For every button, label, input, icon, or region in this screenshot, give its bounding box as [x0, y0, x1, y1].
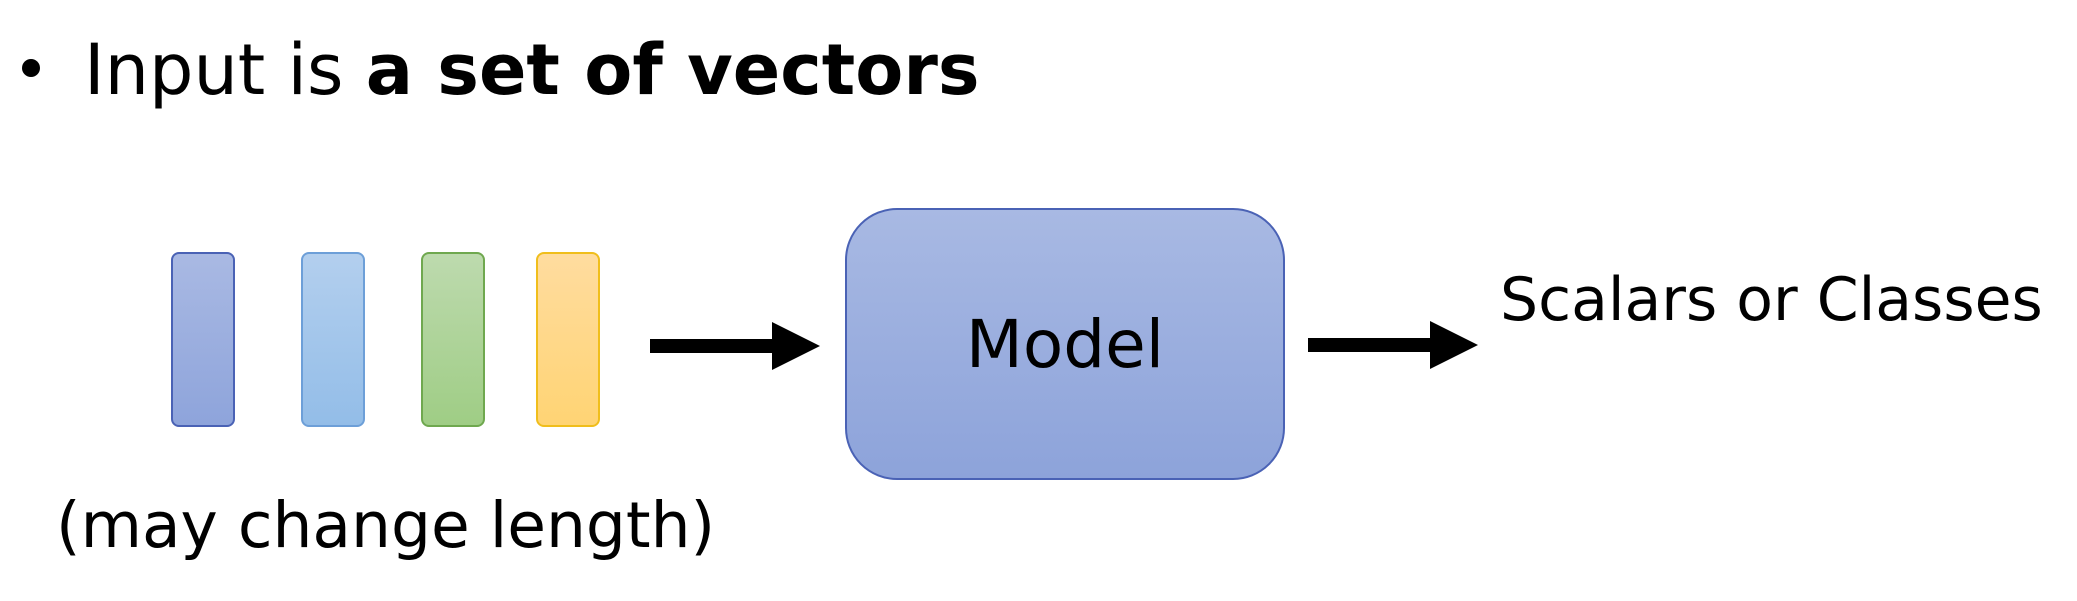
vector-3: [421, 252, 485, 427]
vector-1: [171, 252, 235, 427]
headline-emphasis: a set of vectors: [365, 29, 980, 111]
model-box: Model: [845, 208, 1285, 480]
headline: Input is a set of vectors: [22, 20, 980, 120]
bullet-icon: [22, 59, 40, 77]
headline-prefix: Input is: [84, 29, 366, 111]
model-label: Model: [965, 305, 1165, 383]
vector-4: [536, 252, 600, 427]
output-label: Scalars or Classes: [1500, 265, 2043, 335]
output-arrow-icon: [1308, 317, 1478, 373]
input-arrow-icon: [650, 318, 820, 374]
vectors-note: (may change length): [56, 488, 716, 562]
vector-2: [301, 252, 365, 427]
